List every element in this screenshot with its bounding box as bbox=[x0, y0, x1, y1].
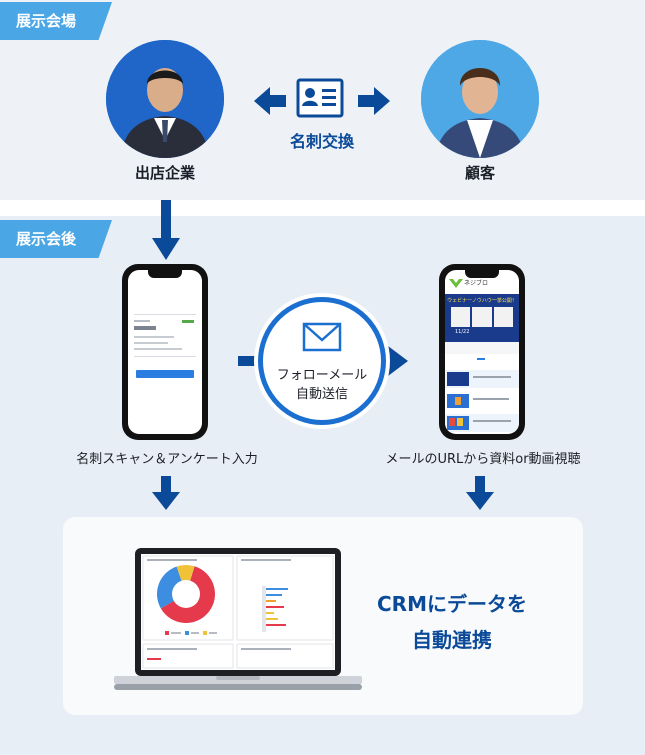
mail-label-line1: フォローメール bbox=[276, 368, 368, 383]
arrow-down-icon bbox=[466, 476, 494, 510]
banner-date: 11/22 bbox=[455, 329, 470, 335]
customer-photo bbox=[421, 40, 539, 158]
crm-heading-line1: CRMにデータを bbox=[377, 592, 527, 616]
venue-tag: 展示会場 bbox=[0, 2, 112, 40]
exchange-label: 名刺交換 bbox=[289, 132, 354, 151]
scan-label: 名刺スキャン＆アンケート入力 bbox=[76, 452, 258, 467]
phone-notch bbox=[465, 270, 499, 278]
mail-label-line2: 自動送信 bbox=[295, 387, 348, 402]
arrow-left-icon bbox=[254, 87, 286, 115]
webinar-banner: ウェビナーノウハウ一挙公開！ 11/22 bbox=[445, 294, 519, 342]
crm-donut-chart bbox=[157, 565, 215, 623]
arrow-down-icon bbox=[152, 200, 180, 260]
arrow-right-icon bbox=[388, 346, 408, 376]
brand-name: ネジブロ bbox=[464, 280, 489, 287]
exhibitor-photo bbox=[106, 40, 224, 158]
scan-form-mock bbox=[134, 314, 196, 378]
donut-slice bbox=[176, 565, 195, 594]
customer-label: 顧客 bbox=[464, 164, 495, 182]
arrow-right-icon bbox=[358, 87, 390, 115]
brand-logo-icon bbox=[449, 279, 463, 288]
crm-heading-line2: 自動連携 bbox=[412, 628, 492, 652]
scan-phone bbox=[122, 264, 208, 440]
crm-heading: CRMにデータを 自動連携 bbox=[352, 586, 552, 658]
content-phone: ネジブロ ウェビナーノウハウ一挙公開！ 11/22 bbox=[439, 264, 525, 440]
exhibitor-label: 出店企業 bbox=[134, 164, 195, 182]
phone-notch bbox=[148, 270, 182, 278]
content-list-mock bbox=[445, 358, 519, 432]
tab-strip bbox=[445, 342, 519, 354]
exchange-arrows bbox=[254, 87, 390, 115]
donut-legend bbox=[165, 631, 217, 635]
view-label: メールのURLから資料or動画視聴 bbox=[385, 452, 581, 467]
after-event-tag: 展示会後 bbox=[0, 220, 112, 258]
business-card-icon bbox=[296, 78, 344, 118]
section-divider bbox=[0, 200, 645, 216]
laptop-icon bbox=[114, 548, 362, 690]
scan-phone-screen bbox=[128, 270, 202, 434]
customer-person-icon bbox=[421, 40, 539, 158]
arrow-down-icon bbox=[152, 476, 180, 510]
envelope-icon bbox=[302, 322, 342, 352]
content-phone-screen: ネジブロ ウェビナーノウハウ一挙公開！ 11/22 bbox=[445, 270, 519, 434]
banner-title: ウェビナーノウハウ一挙公開！ bbox=[447, 298, 517, 304]
businessman-icon bbox=[106, 40, 224, 158]
follow-mail-circle: フォローメール 自動送信 bbox=[258, 297, 386, 425]
